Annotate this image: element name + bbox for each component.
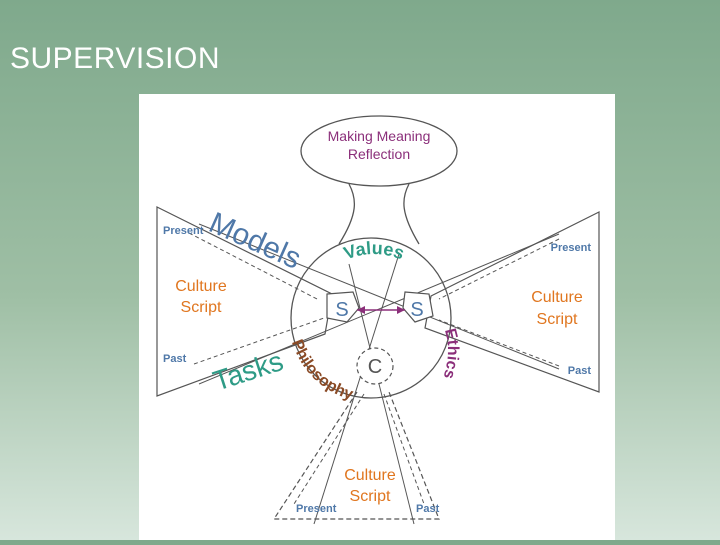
cross-line-4	[313, 253, 400, 525]
values-label: Values	[341, 238, 407, 264]
cross-line-3	[348, 263, 415, 525]
bottom-culture-line2: Script	[350, 488, 391, 505]
left-present-label: Present	[163, 225, 204, 237]
left-wing-dashed-1	[188, 232, 320, 301]
reflection-line1: Making Meaning	[328, 128, 431, 144]
node-s-right: S	[410, 299, 423, 321]
reflection-bubble	[300, 115, 458, 187]
right-wing-dashed-1	[438, 238, 560, 300]
slide-title: SUPERVISION	[10, 42, 221, 75]
right-past-label: Past	[568, 365, 592, 377]
bottom-wing-dashed-1	[293, 393, 365, 505]
supervision-diagram: Making Meaning Reflection S S C	[156, 115, 600, 525]
bottom-wing	[272, 391, 440, 520]
node-s-right-box	[402, 291, 434, 323]
s-arrow-head-left	[357, 306, 365, 314]
s-arrow-head-right	[397, 306, 405, 314]
bottom-past-label: Past	[416, 503, 440, 515]
left-wing-dashed-2	[193, 317, 325, 365]
left-past-label: Past	[163, 353, 187, 365]
center-circle	[290, 237, 452, 399]
cross-line-2	[198, 223, 560, 370]
right-culture-line2: Script	[537, 311, 578, 328]
bubble-stem	[338, 183, 420, 245]
node-s-left: S	[335, 299, 348, 321]
right-culture-line1: Culture	[531, 289, 583, 306]
models-label: Models	[204, 206, 306, 275]
left-culture-line2: Script	[181, 299, 222, 316]
tasks-label: Tasks	[209, 345, 287, 397]
left-wing	[156, 206, 333, 397]
cross-line-1	[198, 233, 560, 385]
bottom-present-label: Present	[296, 503, 337, 515]
left-culture-line1: Culture	[175, 278, 227, 295]
ethics-label: Ethics	[440, 327, 461, 381]
node-c-circle	[356, 347, 394, 385]
right-wing	[424, 211, 600, 393]
bottom-wing-dashed-2	[383, 393, 425, 505]
node-c: C	[368, 356, 382, 378]
reflection-line2: Reflection	[348, 146, 410, 162]
bottom-culture-line1: Culture	[344, 467, 396, 484]
philosophy-label: Philosophy	[288, 337, 355, 403]
right-present-label: Present	[551, 242, 592, 254]
supervision-diagram-panel: Making Meaning Reflection S S C	[139, 94, 615, 540]
node-s-left-box	[326, 291, 360, 323]
right-wing-dashed-2	[438, 319, 560, 367]
